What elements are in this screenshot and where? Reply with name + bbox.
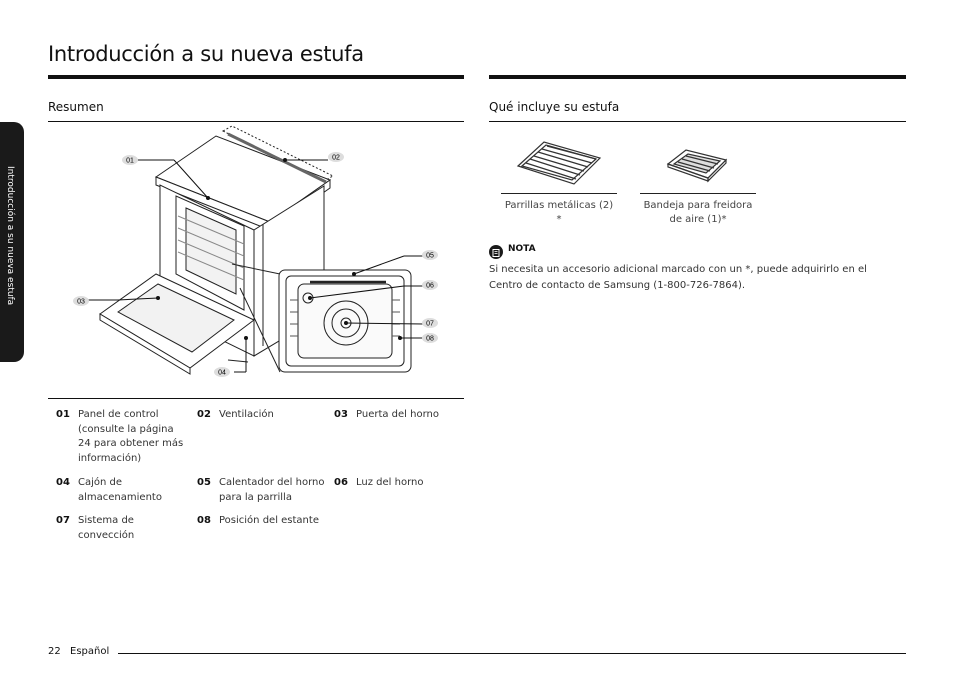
accessory-label: Parrillas metálicas (2) * bbox=[504, 200, 614, 225]
legend-label: Ventilación bbox=[219, 409, 274, 420]
legend-number: 03 bbox=[334, 409, 348, 420]
legend-number: 04 bbox=[56, 477, 70, 488]
page-title: Introducción a su nueva estufa bbox=[48, 42, 364, 66]
callout-03: 03 bbox=[77, 299, 85, 306]
chapter-side-tab[interactable]: Introducción a su nueva estufa bbox=[0, 122, 24, 362]
legend-label: Panel de control (consulte la página 24 … bbox=[78, 409, 184, 464]
callout-07: 07 bbox=[426, 321, 434, 328]
included-rule bbox=[489, 121, 906, 122]
footer-language: Español bbox=[70, 646, 110, 657]
side-tab-label: Introducción a su nueva estufa bbox=[5, 166, 15, 306]
callout-05: 05 bbox=[426, 253, 434, 260]
footer-rule bbox=[118, 653, 906, 654]
legend-number: 07 bbox=[56, 515, 70, 526]
legend-label: Sistema de convección bbox=[78, 515, 135, 541]
accessory-rule bbox=[640, 193, 756, 194]
accessory-rule bbox=[501, 193, 617, 194]
callout-08: 08 bbox=[426, 336, 434, 343]
legend-number: 06 bbox=[334, 477, 348, 488]
callout-06: 06 bbox=[426, 283, 434, 290]
air-fryer-tray-icon bbox=[666, 149, 728, 183]
legend-top-rule bbox=[48, 398, 464, 399]
callout-01: 01 bbox=[126, 158, 134, 165]
legend-label: Posición del estante bbox=[219, 515, 319, 526]
legend-number: 08 bbox=[197, 515, 211, 526]
page-number: 22 bbox=[48, 646, 61, 657]
legend-label: Puerta del horno bbox=[356, 409, 439, 420]
legend-number: 01 bbox=[56, 409, 70, 420]
note-label: NOTA bbox=[508, 244, 536, 254]
legend-number: 02 bbox=[197, 409, 211, 420]
overview-heading: Resumen bbox=[48, 100, 104, 114]
included-heading: Qué incluye su estufa bbox=[489, 100, 620, 114]
legend-label: Luz del horno bbox=[356, 477, 424, 488]
right-header-rule bbox=[489, 75, 906, 79]
left-header-rule bbox=[48, 75, 464, 79]
oven-rack-icon bbox=[516, 141, 602, 185]
legend-label: Cajón de almacenamiento bbox=[78, 477, 162, 503]
range-diagram: 01 02 03 04 05 06 07 08 bbox=[73, 125, 438, 377]
legend-number: 05 bbox=[197, 477, 211, 488]
accessory-label: Bandeja para freidora de aire (1)* bbox=[643, 200, 753, 225]
overview-rule bbox=[48, 121, 464, 122]
legend-label: Calentador del horno para la parrilla bbox=[219, 477, 325, 503]
note-icon bbox=[489, 245, 503, 259]
callout-02: 02 bbox=[332, 155, 340, 162]
note-text: Si necesita un accesorio adicional marca… bbox=[489, 264, 867, 291]
callout-04: 04 bbox=[218, 370, 226, 377]
